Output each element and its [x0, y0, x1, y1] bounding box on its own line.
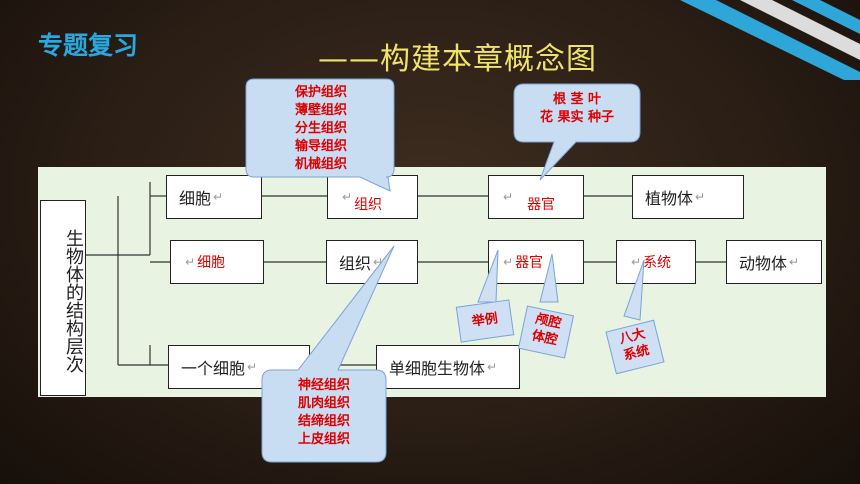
tag-pointers	[477, 249, 645, 321]
plant-organ-label: 器官	[527, 197, 556, 213]
plant-organ-box: ↵器官	[488, 175, 584, 219]
animal-tissues-callout: 神经组织 肌肉组织 结缔组织 上皮组织	[264, 377, 384, 449]
plant-cell-box: 细胞↵	[166, 175, 262, 219]
callout-item: 结缔组织	[297, 414, 350, 429]
animal-system-box: ↵系统	[616, 240, 696, 284]
callout-item: 上皮组织	[297, 432, 350, 447]
section-heading: 专题复习	[38, 31, 139, 60]
plant-tissues-callout: 保护组织 薄壁组织 分生组织 输导组织 机械组织	[248, 84, 394, 174]
single-cell-label: 一个细胞	[181, 359, 246, 378]
animal-system-label: 系统	[643, 255, 672, 271]
callout-item: 保护组织	[294, 85, 347, 100]
animal-body-box: 动物体↵	[726, 240, 822, 284]
example-tag: 举例	[455, 299, 515, 343]
callout-item: 花 果实 种子	[539, 110, 615, 125]
callout-item: 肌肉组织	[297, 396, 350, 411]
decorative-stripes	[680, 0, 860, 80]
plant-tissues-callout-bubble	[245, 78, 395, 192]
unicellular-organism-label: 单细胞生物体	[389, 359, 486, 378]
animal-organ-box: ↵器官	[488, 240, 584, 284]
page-title: ——构建本章概念图	[318, 42, 597, 77]
callout-item: 根 茎 叶	[552, 92, 602, 107]
animal-organ-label: 器官	[515, 255, 544, 271]
animal-tissue-label: 组织	[339, 254, 372, 273]
animal-body-label: 动物体	[739, 254, 788, 273]
plant-cell-label: 细胞	[179, 189, 212, 208]
root-concept-box: 生物体的结构层次	[40, 200, 86, 396]
plant-body-label: 植物体	[645, 189, 694, 208]
plant-body-box: 植物体↵	[632, 175, 744, 219]
animal-cell-label: 细胞	[197, 255, 226, 271]
unicellular-organism-box: 单细胞生物体↵	[376, 345, 520, 389]
animal-cell-box: ↵细胞	[170, 240, 264, 284]
animal-tissues-callout-bubble	[261, 245, 395, 463]
plant-organs-callout-bubble	[513, 83, 641, 181]
callout-item: 神经组织	[297, 378, 350, 393]
plant-tissue-label: 组织	[354, 197, 383, 213]
callout-item: 机械组织	[294, 157, 347, 172]
plant-organs-callout: 根 茎 叶 花 果实 种子	[514, 91, 640, 127]
callout-item: 输导组织	[294, 139, 347, 154]
callout-item: 分生组织	[294, 121, 347, 136]
callout-item: 薄壁组织	[294, 103, 347, 118]
